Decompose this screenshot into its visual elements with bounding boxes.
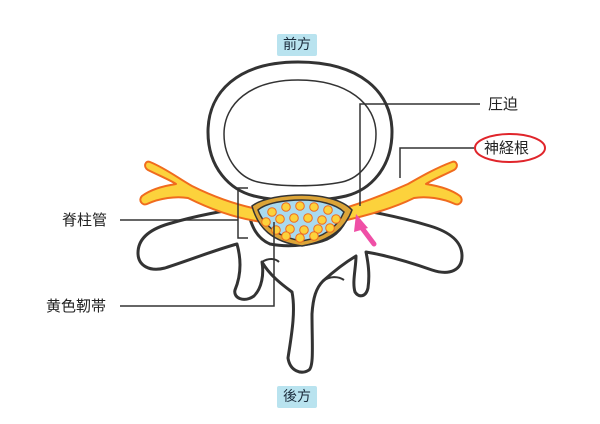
leader-spinal-canal-bracket <box>237 187 248 239</box>
ligamentum-flavum-label: 黄色靭帯 <box>46 297 107 315</box>
cauda-fiber-dot <box>303 213 313 223</box>
cauda-fiber-dot <box>323 205 333 215</box>
cauda-fiber-dot <box>281 231 291 241</box>
cauda-fiber-dot <box>313 224 323 234</box>
vertebral-arch <box>136 206 464 374</box>
cauda-equina-fibers <box>261 201 341 243</box>
leader-nerve-root <box>399 147 474 178</box>
cauda-fiber-dot <box>289 213 299 223</box>
spinal-canal-label: 脊柱管 <box>62 211 108 229</box>
vertebral-body <box>206 60 394 202</box>
cauda-fiber-dot <box>325 223 335 233</box>
compression-arrow <box>354 214 377 247</box>
cauda-fiber-dot <box>285 224 295 234</box>
spinal-canal <box>251 194 353 247</box>
nerve-root-left <box>139 160 263 223</box>
compression-label: 圧迫 <box>488 95 519 113</box>
leader-lines <box>120 103 480 307</box>
nerve-root-right <box>337 160 463 223</box>
cauda-fiber-dot <box>309 202 319 212</box>
cauda-fiber-dot <box>267 207 277 217</box>
nerve-root-label: 神経根 <box>484 139 530 157</box>
nerve-root-highlight-ring <box>474 133 546 163</box>
cauda-fiber-dot <box>261 217 271 227</box>
leader-ligamentum-flavum <box>120 222 275 307</box>
anterior-label: 前方 <box>277 34 317 56</box>
cauda-fiber-dot <box>271 225 281 235</box>
cauda-fiber-dot <box>331 214 341 224</box>
cauda-fiber-dot <box>317 215 327 225</box>
cauda-fiber-dot <box>281 202 291 212</box>
leader-compression <box>359 103 480 206</box>
cauda-fiber-dot <box>309 231 319 241</box>
cauda-fiber-dot <box>299 225 309 235</box>
nerve-roots <box>139 160 463 223</box>
cauda-fiber-dot <box>275 214 285 224</box>
cauda-fiber-dot <box>295 201 305 211</box>
posterior-label: 後方 <box>277 386 317 408</box>
cauda-fiber-dot <box>295 233 305 243</box>
